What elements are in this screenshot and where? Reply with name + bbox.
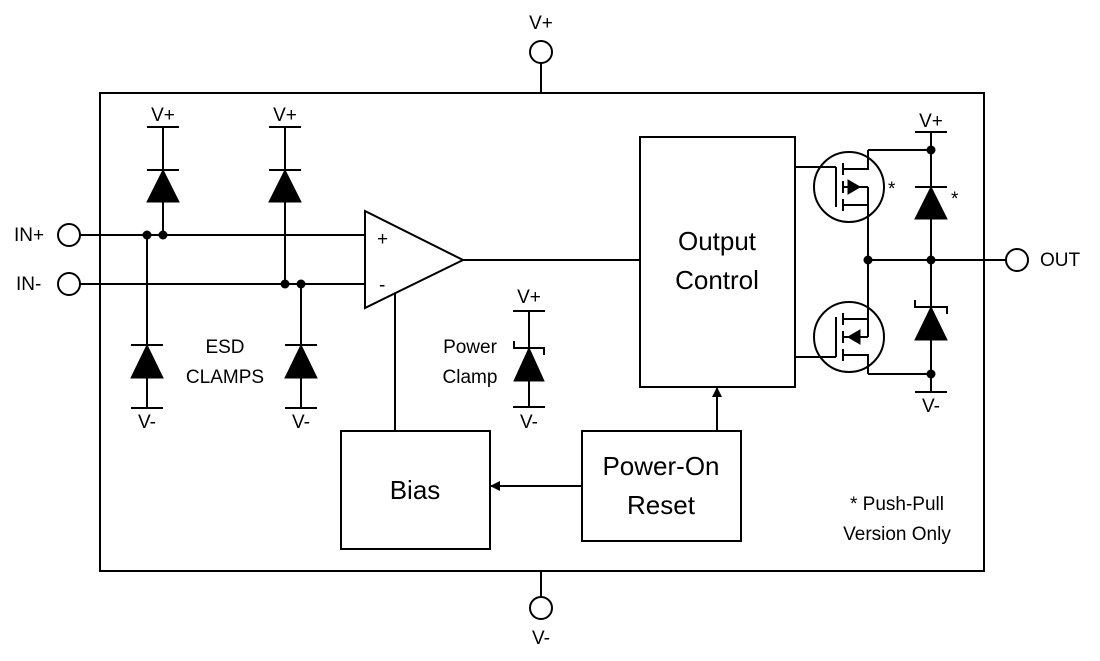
output-diode-top: V+ *	[914, 111, 959, 260]
supply-pin-bottom-label: V-	[532, 628, 550, 649]
supply-pin-bottom: V-	[529, 571, 553, 649]
esd-diode-inplus-top: V+	[146, 105, 180, 235]
power-clamp: V+ V- Power Clamp	[443, 287, 545, 433]
comparator-plus-sign: +	[377, 229, 388, 250]
output-control-label-2: Control	[675, 265, 759, 295]
power-clamp-vminus: V-	[520, 412, 538, 433]
power-clamp-vplus: V+	[517, 287, 541, 308]
footnote-line-1: * Push-Pull	[850, 494, 944, 515]
in-minus-label: IN-	[16, 274, 41, 295]
in-plus-label: IN+	[14, 225, 44, 246]
rail-vplus-label: V+	[151, 105, 175, 126]
pmos-star: *	[888, 179, 896, 200]
output-vplus-label: V+	[919, 111, 943, 132]
out-pin: OUT	[1005, 248, 1081, 272]
bias-block: Bias	[340, 430, 491, 550]
power-clamp-label-1: Power	[443, 337, 498, 358]
por-label-1: Power-On	[602, 451, 719, 481]
supply-pin-top: V+	[529, 13, 553, 93]
rail-vminus-label: V-	[292, 412, 310, 433]
in-minus-pin: IN-	[16, 272, 365, 296]
power-clamp-label-2: Clamp	[443, 367, 498, 388]
output-diode-star: *	[951, 189, 959, 210]
output-diode-bottom: V-	[914, 260, 948, 417]
esd-clamps-label-2: CLAMPS	[186, 367, 264, 388]
output-control-label-1: Output	[678, 226, 757, 256]
output-stage-wiring	[863, 145, 1006, 379]
comparator-minus-sign: -	[379, 275, 385, 296]
rail-vplus-label: V+	[273, 105, 297, 126]
esd-diode-inminus-bottom: V-	[284, 284, 318, 433]
comparator-triangle: + -	[364, 209, 640, 431]
output-control-block: Output Control	[639, 136, 796, 388]
pmos-transistor: *	[795, 150, 896, 224]
bias-label: Bias	[390, 475, 441, 505]
footnote-line-2: Version Only	[843, 524, 951, 545]
esd-diode-inplus-bottom: V-	[130, 235, 164, 433]
rail-vminus-label: V-	[138, 412, 156, 433]
supply-pin-top-label: V+	[529, 13, 553, 34]
power-on-reset-block: Power-On Reset	[581, 430, 742, 542]
nmos-transistor	[795, 300, 885, 374]
esd-diode-inminus-top: V+	[268, 105, 302, 284]
output-vminus-label: V-	[922, 396, 940, 417]
por-label-2: Reset	[627, 490, 696, 520]
esd-clamps-label-1: ESD	[205, 337, 244, 358]
in-plus-pin: IN+	[14, 223, 365, 247]
out-label: OUT	[1040, 250, 1081, 271]
